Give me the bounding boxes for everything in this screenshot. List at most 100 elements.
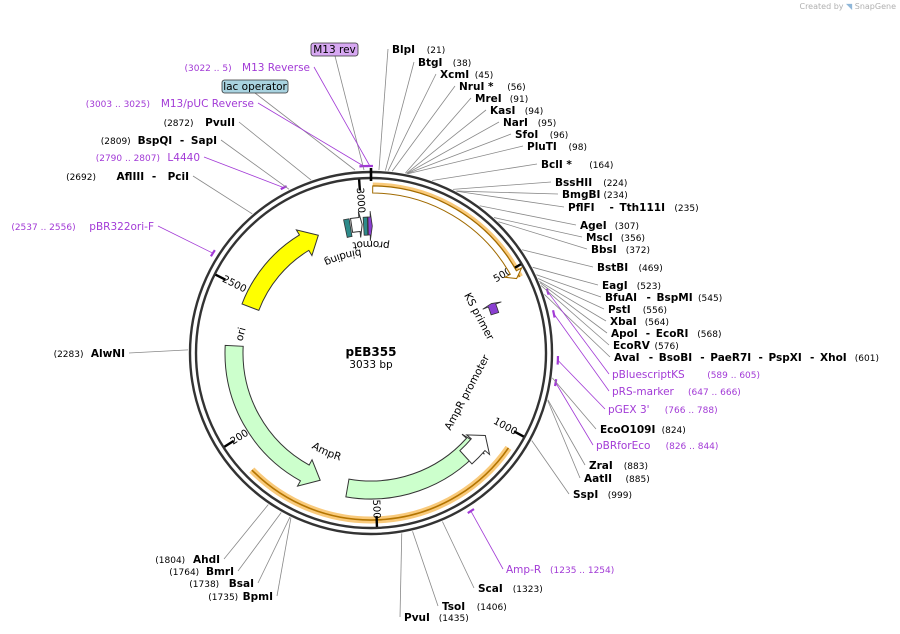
enzyme-name: AatII — [584, 473, 612, 485]
enzyme-site[interactable]: BsaI(1738) — [189, 578, 254, 590]
enzyme-site[interactable]: SfoI(96) — [515, 129, 568, 141]
enzyme-site[interactable]: BpmI(1735) — [208, 591, 273, 603]
enzyme-site[interactable]: BfuAI-BspMI(545) — [605, 292, 722, 304]
enzyme-name: EcoRV — [613, 340, 651, 352]
enzyme-site[interactable]: NruI *(56) — [459, 81, 526, 93]
enzyme-position: (372) — [626, 246, 650, 256]
enzyme-site[interactable]: BssHII(224) — [555, 177, 627, 189]
enzyme-site[interactable]: BmgBI(234) — [562, 189, 628, 201]
ori-arrow — [241, 229, 319, 312]
enzyme-name: BlpI — [392, 44, 415, 56]
ori-label: ori — [234, 326, 249, 342]
enzyme-site[interactable]: EcoO109I(824) — [600, 424, 686, 436]
enzyme-site[interactable]: XcmI(45) — [440, 69, 493, 81]
ampr-promoter-arrow — [459, 434, 491, 465]
enzyme-site[interactable]: ApoI-EcoRI(568) — [611, 328, 722, 340]
enzyme-name: ScaI — [478, 583, 503, 595]
primer-site[interactable]: L4440(2790 .. 2807) — [96, 152, 200, 164]
enzyme-site[interactable]: MreI(91) — [475, 93, 528, 105]
primer-site[interactable]: pBRforEco(826 .. 844) — [596, 440, 718, 452]
enzyme-site[interactable]: AatII(885) — [584, 473, 650, 485]
enzyme-site[interactable]: BbsI(372) — [591, 244, 650, 256]
enzyme-leader-line — [552, 377, 597, 430]
primer-leader-line — [313, 66, 371, 167]
enzyme-leader-line — [276, 517, 292, 597]
enzyme-site[interactable]: BtgI(38) — [418, 57, 471, 69]
enzyme-site[interactable]: PluTI(98) — [527, 141, 587, 153]
enzyme-name: AgeI — [580, 220, 607, 232]
primer-site[interactable]: pGEX 3'(766 .. 788) — [608, 404, 718, 416]
credit-prefix: Created by — [799, 2, 844, 11]
enzyme-site[interactable]: PvuII(2872) — [164, 117, 235, 129]
enzyme-name: BstBI — [597, 262, 628, 274]
enzyme-site[interactable]: BclI *(164) — [541, 159, 613, 171]
plasmid-length: 3033 bp — [349, 359, 393, 371]
enzyme-site[interactable]: PvuI(1435) — [404, 612, 469, 624]
enzyme-site[interactable]: AlwNI(2283) — [54, 348, 125, 360]
enzyme-position: (564) — [645, 318, 669, 328]
primer-range: (647 .. 666) — [688, 388, 741, 398]
enzyme-leader-line — [540, 285, 610, 346]
enzyme-position: (2872) — [164, 119, 194, 129]
primer-name: pRS-marker — [612, 386, 675, 398]
enzyme-site[interactable]: TsoI(1406) — [442, 601, 507, 613]
enzyme-site[interactable]: BlpI(21) — [392, 44, 445, 56]
enzyme-site[interactable]: EcoRV(576) — [613, 340, 679, 352]
enzyme-leader-line — [399, 533, 403, 618]
enzyme-site[interactable]: AvaI-BsoBI-PaeR7I-PspXI-XhoI(601) — [614, 352, 879, 364]
tick-mark — [215, 273, 226, 281]
primer-site[interactable]: pBR322ori-F(2537 .. 2556) — [11, 221, 154, 233]
primer-leader-line — [257, 102, 364, 167]
enzyme-site[interactable]: ZraI(883) — [589, 460, 648, 472]
enzyme-position: (235) — [674, 204, 698, 214]
enzyme-name: XhoI — [820, 352, 847, 364]
lac-operator-box: lac operator — [221, 79, 289, 94]
enzyme-name: BmrI — [206, 566, 234, 578]
enzyme-name: NruI * — [459, 81, 494, 93]
enzyme-site[interactable]: KasI(94) — [490, 105, 543, 117]
enzyme-site[interactable]: MscI(356) — [586, 232, 645, 244]
enzyme-name: BfuAI — [605, 292, 637, 304]
primer-site[interactable]: Amp-R(1235 .. 1254) — [506, 564, 614, 576]
lac-operator-block — [362, 216, 369, 236]
enzyme-site[interactable]: BstBI(469) — [597, 262, 663, 274]
enzyme-name: BclI * — [541, 159, 572, 171]
enzyme-site[interactable]: NarI(95) — [503, 117, 556, 129]
enzyme-name: KasI — [490, 105, 515, 117]
m13-rev-box: M13 rev — [310, 42, 359, 57]
primer-site[interactable]: M13 Reverse(3022 .. 5) — [184, 62, 310, 74]
primer-site[interactable]: pRS-marker (647 .. 666) — [612, 386, 741, 398]
enzyme-site[interactable]: EagI(523) — [602, 280, 661, 292]
enzyme-position: (523) — [637, 282, 661, 292]
enzyme-site[interactable]: BmrI(1764) — [169, 566, 234, 578]
enzyme-site[interactable]: AhdI(1804) — [155, 554, 220, 566]
enzyme-site[interactable]: PflFI-Tth111I(235) — [568, 202, 699, 214]
m13-rev-block — [367, 210, 373, 242]
enzyme-separator: - — [700, 352, 704, 364]
enzyme-name: PflFI — [568, 202, 595, 214]
primer-range: (589 .. 605) — [707, 371, 760, 381]
enzyme-site[interactable]: SspI(999) — [573, 489, 632, 501]
enzyme-leader-line — [407, 145, 524, 175]
enzyme-name: BspQI — [138, 135, 173, 147]
enzyme-position: (1738) — [189, 580, 219, 590]
enzyme-leader-line — [479, 205, 577, 226]
enzyme-leader-line — [407, 133, 512, 174]
primer-name: L4440 — [167, 152, 200, 164]
enzyme-site[interactable]: ScaI (1323) — [478, 583, 543, 595]
enzyme-leader-line — [539, 280, 607, 322]
enzyme-position: (1323) — [513, 585, 543, 595]
enzyme-site[interactable]: PciI-AflIII(2692) — [66, 171, 189, 183]
tick-mark — [513, 430, 525, 438]
primer-site[interactable]: pBluescriptKS(589 .. 605) — [612, 369, 760, 381]
primer-site[interactable]: M13/pUC Reverse(3003 .. 3025) — [86, 98, 254, 110]
enzyme-site[interactable]: AgeI(307) — [580, 220, 639, 232]
enzyme-site[interactable]: XbaI(564) — [610, 316, 669, 328]
enzyme-position: (2692) — [66, 173, 96, 183]
enzyme-name: EcoRI — [656, 328, 689, 340]
enzyme-position: (1406) — [477, 603, 507, 613]
enzyme-site[interactable]: SapI-BspQI(2809) — [101, 135, 217, 147]
tick-label: 1500 — [370, 493, 382, 519]
enzyme-name: AhdI — [193, 554, 220, 566]
enzyme-site[interactable]: PstI(556) — [608, 304, 667, 316]
